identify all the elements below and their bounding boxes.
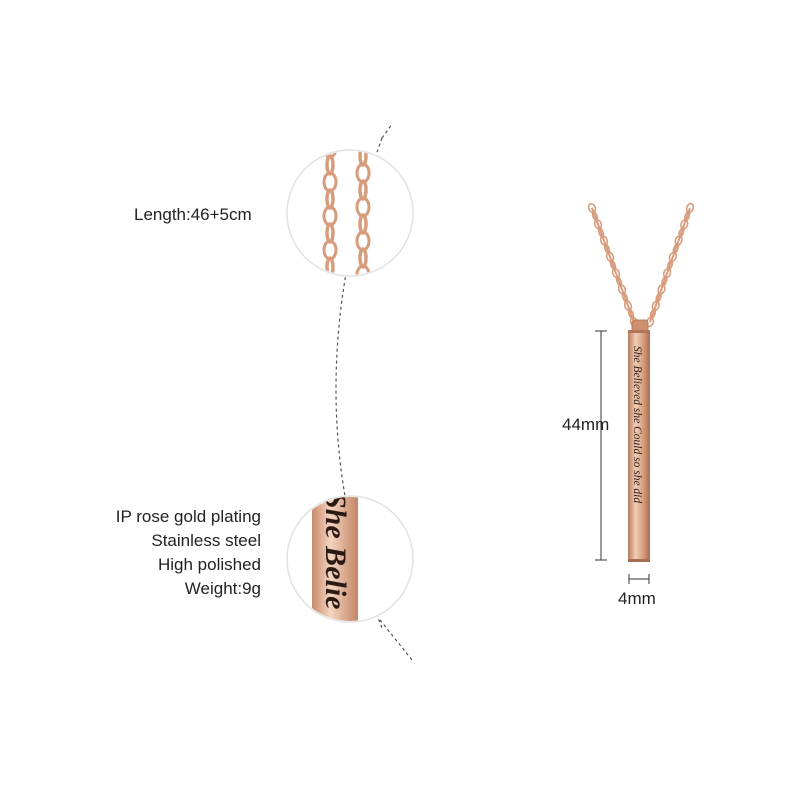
width-label: 4mm — [618, 589, 656, 608]
height-dimension — [595, 330, 607, 561]
length-spec: Length:46+5cm — [134, 205, 252, 224]
zoom-engraving-text: She Belie — [319, 492, 352, 610]
chain-link — [322, 273, 338, 275]
spec-material: Stainless steel — [151, 531, 261, 550]
spec-finish: High polished — [157, 555, 261, 574]
spec-weight: Weight:9g — [184, 579, 261, 598]
chain-link — [360, 283, 366, 301]
chain-links-right — [355, 151, 371, 301]
material-spec-list: IP rose gold plating Stainless steel Hig… — [116, 505, 261, 601]
chain-links-left — [322, 151, 338, 275]
bar-pendant: She Believed she Could so she did — [628, 330, 650, 562]
bar-zoom-circle: She Belie — [286, 492, 414, 623]
spec-plating: IP rose gold plating — [115, 507, 261, 526]
width-dimension — [628, 574, 650, 584]
pendant-engraving-text: She Believed she Could so she did — [631, 346, 643, 503]
connector-tail-bottom — [379, 619, 413, 661]
pendant-chain — [587, 202, 695, 328]
chain-link — [325, 256, 335, 275]
chain-zoom-circle — [286, 149, 414, 301]
chain-link — [355, 264, 371, 275]
height-label: 44mm — [562, 415, 610, 434]
connector-tail-top — [381, 123, 393, 139]
